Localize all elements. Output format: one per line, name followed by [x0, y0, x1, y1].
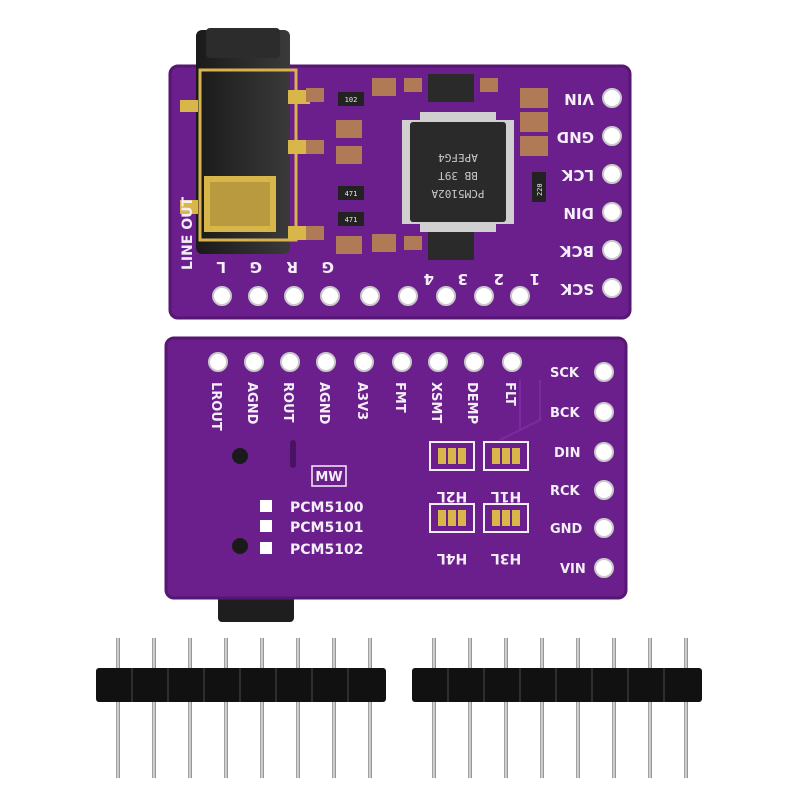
resistor-mark: 471 [345, 190, 358, 198]
pin-label: VIN [564, 90, 594, 108]
pin-label: SCK [550, 366, 580, 381]
pin-label: 2 [494, 270, 504, 288]
front-board: LINE OUT PCM5102A BB 39T APEFG4 102 471 … [168, 28, 632, 320]
variant-label: PCM5100 [290, 500, 364, 516]
front-bottom-labels: L G R G 4 3 2 1 [216, 258, 540, 288]
pin-label: RCK [550, 484, 581, 499]
variant-label: PCM5101 [290, 520, 363, 536]
pin-label: FLT [502, 382, 517, 406]
jumper-label: H4L [437, 550, 467, 566]
pin-label: AGND [244, 382, 259, 425]
pin-label: ROUT [280, 382, 295, 423]
front-right-labels: VIN GND LCK DIN BCK SCK [557, 90, 594, 298]
variant-checkbox [260, 520, 272, 532]
variant-checkbox [260, 500, 272, 512]
pin-label: AGND [316, 382, 331, 425]
regulator-top [428, 74, 474, 102]
pin-label: A3V3 [354, 382, 369, 420]
jumper-labels: H2L H1L H4L H3L [437, 488, 521, 566]
variant-label: PCM5102 [290, 542, 363, 558]
front-bottom-pads [212, 286, 530, 306]
back-top-labels: LROUT AGND ROUT AGND A3V3 FMT XSMT DEMP … [208, 382, 517, 431]
front-right-pads [602, 88, 622, 298]
pin-label: GND [557, 128, 594, 146]
resistor-mark: 102 [345, 96, 358, 104]
pin-label: FMT [392, 382, 407, 413]
pin-label: 4 [424, 270, 434, 288]
chip-line-2: BB 39T [438, 169, 478, 182]
pin-label: SCK [559, 280, 594, 298]
pin-label: VIN [560, 562, 586, 577]
pin-header-left [96, 638, 386, 778]
logo-text: MW [315, 470, 342, 485]
back-top-pads [208, 352, 522, 372]
pin-label: L [216, 258, 226, 276]
back-right-pads [594, 362, 614, 578]
passive-components: 102 471 471 220 [306, 78, 548, 254]
pin-label: LROUT [208, 382, 223, 431]
mount-hole [232, 448, 248, 464]
trace [499, 380, 541, 441]
variant-checkbox [260, 542, 272, 554]
jumper-label: H2L [437, 488, 467, 504]
pin-header-right [412, 638, 702, 778]
pin-label: 1 [530, 270, 540, 288]
pin-label: G [250, 258, 262, 276]
pin-label: XSMT [428, 382, 443, 423]
back-right-labels: SCK BCK DIN RCK GND VIN [550, 366, 586, 577]
variant-list: PCM5100 PCM5101 PCM5102 [260, 500, 364, 558]
pin-label: DEMP [464, 382, 479, 424]
back-board: LROUT AGND ROUT AGND A3V3 FMT XSMT DEMP … [164, 336, 628, 622]
pin-label: BCK [559, 242, 594, 260]
dac-chip: PCM5102A BB 39T APEFG4 [402, 112, 514, 232]
pin-label: BCK [550, 406, 580, 421]
mount-hole [232, 538, 248, 554]
resistor-mark: 471 [345, 216, 358, 224]
regulator-bottom [428, 232, 474, 260]
logo-box [311, 465, 347, 487]
chip-line-1: PCM5102A [431, 187, 484, 200]
jack-label: LINE OUT [180, 196, 196, 270]
resistor-mark: 220 [536, 183, 544, 196]
pin-label: DIN [563, 204, 594, 222]
jumper-label: H3L [491, 550, 521, 566]
pin-label: DIN [554, 446, 581, 461]
pin-label: 3 [458, 270, 468, 288]
jumper-label: H1L [491, 488, 521, 504]
audio-jack [180, 28, 310, 254]
slot [290, 440, 296, 468]
pin-label: G [322, 258, 334, 276]
pin-label: R [286, 258, 298, 276]
chip-line-3: APEFG4 [438, 151, 478, 164]
jumper-pads [429, 441, 529, 533]
pin-label: LCK [560, 166, 594, 184]
pin-label: GND [550, 522, 583, 537]
